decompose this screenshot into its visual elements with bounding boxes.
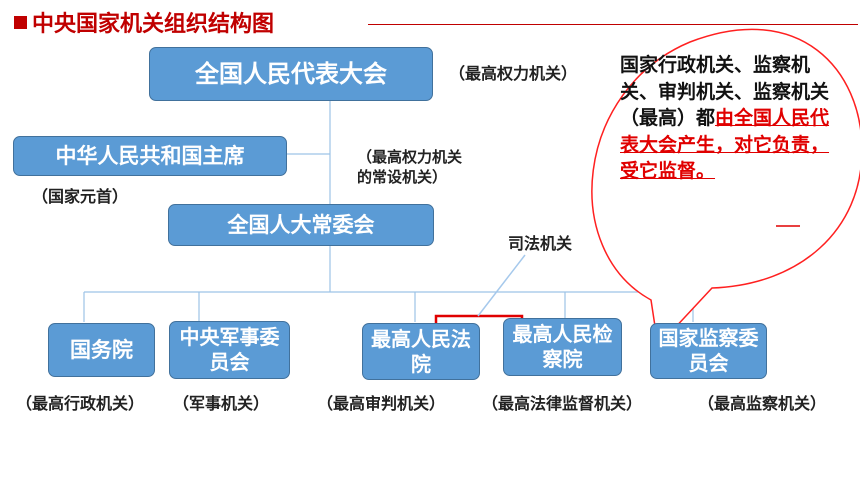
npcsc-label-line2: 的常设机关） [357,167,448,186]
npcsc-label: （最高权力机关 的常设机关） [357,148,462,187]
npc-label: （最高权力机关） [449,64,578,83]
president-node: 中华人民共和国主席 [13,136,287,176]
court-label: （最高审判机关） [317,394,446,413]
npc-node: 全国人民代表大会 [149,47,433,101]
state-council-label: （最高行政机关） [16,394,145,413]
npcsc-node: 全国人大常委会 [168,204,434,246]
judicial-label: 司法机关 [508,234,573,253]
supervision-label: （最高监察机关） [698,394,827,413]
cmc-node: 中央军事委员会 [169,321,290,379]
callout-highlight-text: 由全国人民代表大会产生，对它负责，受它监督。 [620,107,830,183]
cmc-label: （军事机关） [173,394,270,413]
npcsc-label-line1: （最高权力机关 [357,148,463,166]
president-label: （国家元首） [32,187,129,206]
callout-plain-text: 国家行政机关、监察机关、审判机关、监察机关（最高）都 [620,54,830,130]
title-underline [368,24,858,25]
supreme-procuratorate-node: 最高人民检察院 [503,318,622,376]
supervision-commission-node: 国家监察委员会 [650,323,767,379]
state-council-node: 国务院 [48,323,155,377]
page-title: 中央国家机关组织结构图 [14,6,274,38]
supreme-court-node: 最高人民法院 [362,323,480,380]
page-title-text: 中央国家机关组织结构图 [32,12,275,37]
procuratorate-label: （最高法律监督机关） [482,394,643,413]
callout-text: 国家行政机关、监察机关、审判机关、监察机关（最高）都由全国人民代表大会产生，对它… [620,52,830,185]
title-bullet-icon [14,16,27,29]
